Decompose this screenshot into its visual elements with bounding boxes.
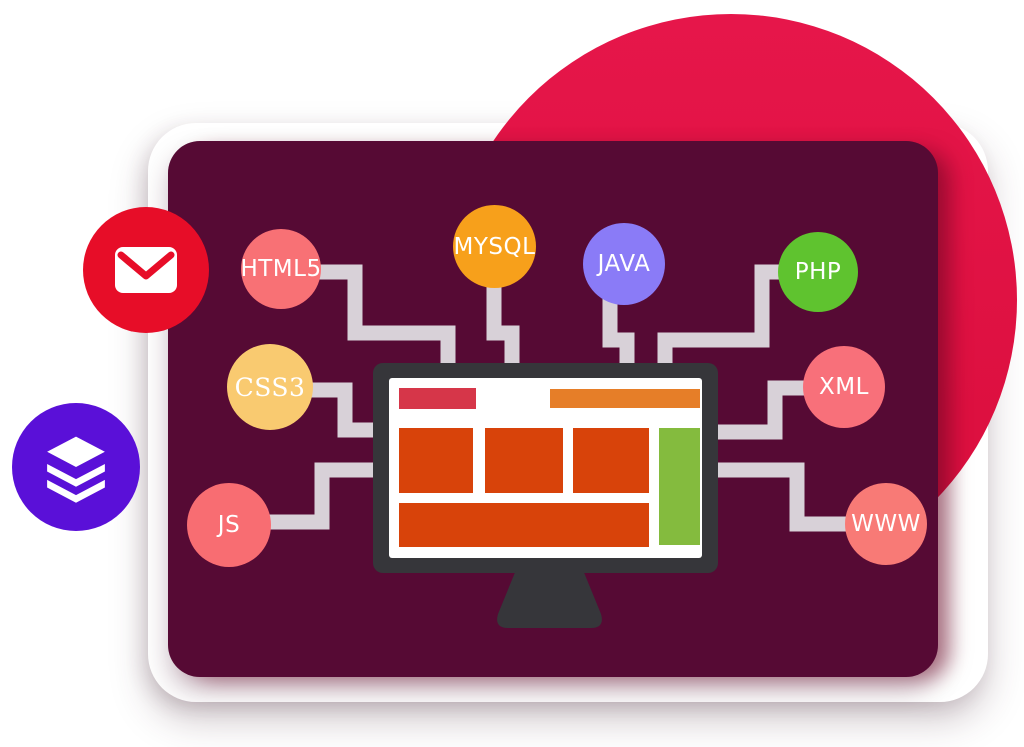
tech-bubble-www: WWW bbox=[845, 483, 927, 565]
tech-bubble-xml: XML bbox=[803, 346, 885, 428]
monitor-stand bbox=[497, 570, 602, 628]
connector-php bbox=[657, 264, 800, 372]
connector-html5 bbox=[290, 264, 456, 372]
tech-bubble-label: JS bbox=[217, 512, 241, 538]
tech-bubble-label: XML bbox=[819, 374, 869, 400]
tech-bubble-label: PHP bbox=[794, 259, 842, 285]
mail-icon bbox=[115, 247, 177, 293]
tech-bubble-label: CSS3 bbox=[234, 372, 306, 402]
tech-bubble-label: JAVA bbox=[597, 251, 651, 277]
layers-badge bbox=[12, 403, 140, 531]
wireframe-content-block-1 bbox=[399, 428, 473, 493]
tech-bubble-mysql: MYSQL bbox=[453, 205, 536, 288]
mail-badge bbox=[83, 207, 209, 333]
monitor-screen bbox=[389, 378, 702, 558]
monitor-illustration bbox=[373, 363, 718, 573]
connector-java bbox=[602, 270, 635, 372]
connector-www bbox=[710, 462, 880, 532]
tech-bubble-label: MYSQL bbox=[453, 233, 536, 260]
tech-bubble-html5: HTML5 bbox=[240, 229, 322, 309]
tech-bubble-css3: CSS3 bbox=[227, 344, 313, 430]
tech-bubble-php: PHP bbox=[778, 232, 858, 312]
tech-bubble-label: HTML5 bbox=[240, 256, 322, 282]
wireframe-footer-block bbox=[399, 503, 649, 547]
tech-bubble-js: JS bbox=[187, 483, 271, 567]
tech-bubble-java: JAVA bbox=[583, 223, 665, 305]
wireframe-content-block-3 bbox=[573, 428, 649, 493]
wireframe-content-block-2 bbox=[485, 428, 563, 493]
connector-mysql bbox=[486, 255, 520, 372]
wireframe-navbar-block bbox=[550, 389, 700, 408]
wireframe-sidebar-block bbox=[659, 428, 700, 545]
tech-bubble-label: WWW bbox=[851, 511, 921, 537]
layers-icon bbox=[47, 436, 105, 503]
connector-js bbox=[235, 462, 392, 530]
wireframe-logo-block bbox=[399, 388, 476, 409]
